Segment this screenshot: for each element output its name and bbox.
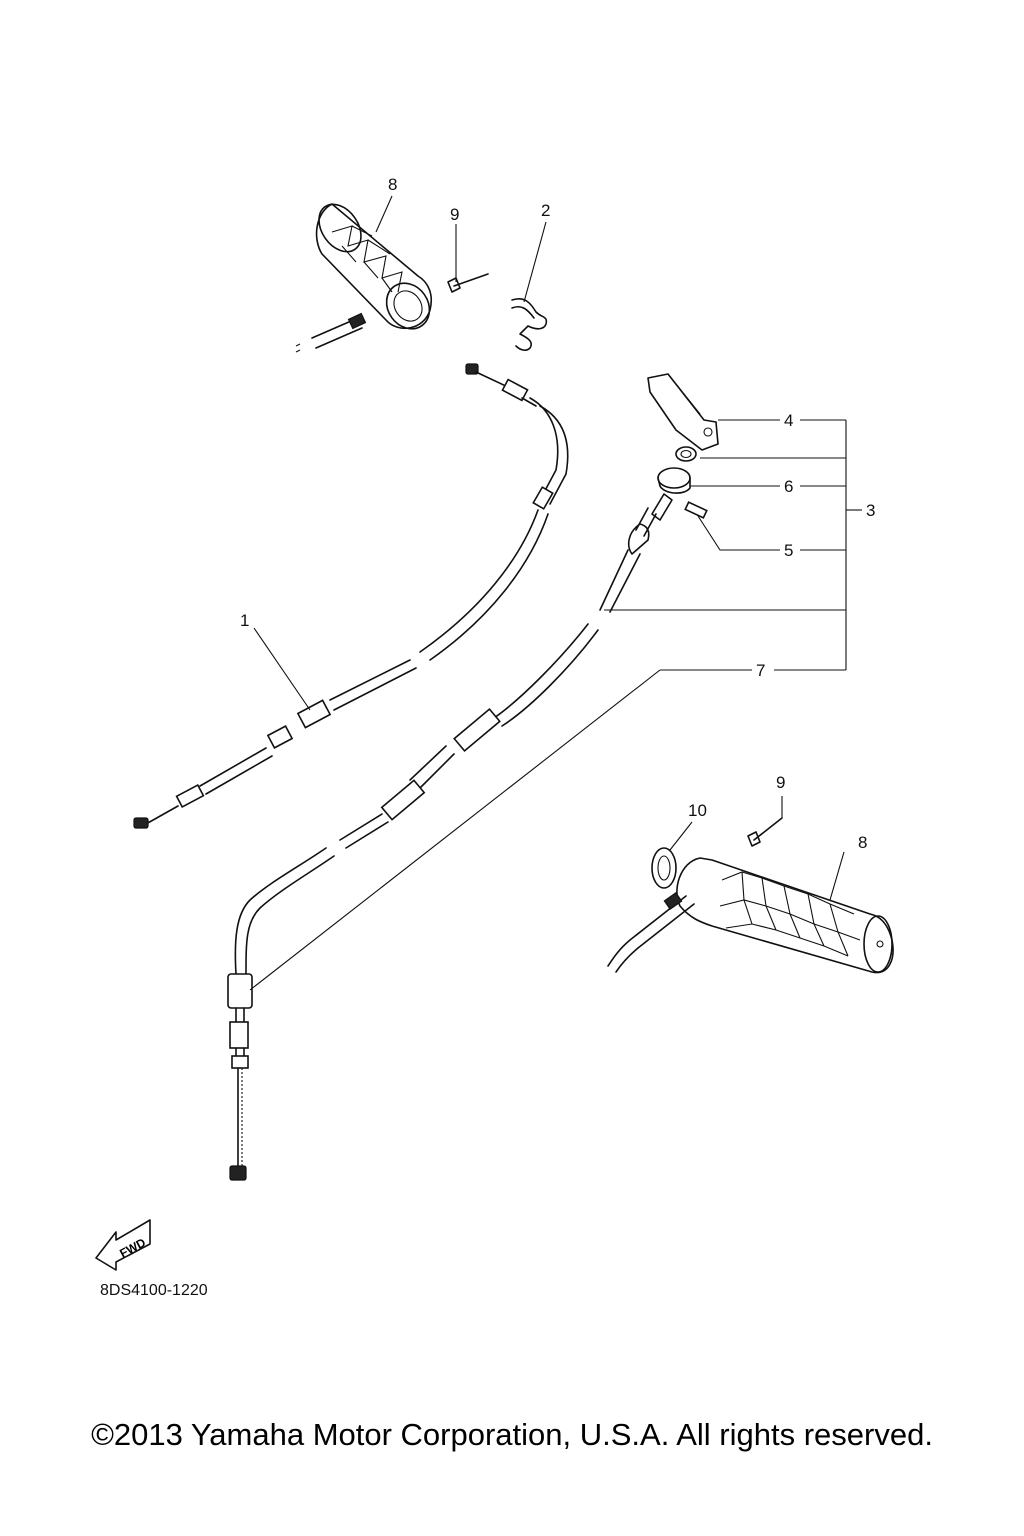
collar-part-6 bbox=[657, 467, 691, 494]
screw-bottom bbox=[747, 796, 783, 847]
callout-1: 1 bbox=[240, 611, 249, 630]
leader-2 bbox=[523, 221, 547, 303]
callout-8-top: 8 bbox=[388, 175, 397, 194]
clip-part-2 bbox=[511, 297, 548, 351]
screw-top bbox=[447, 273, 489, 293]
callout-5: 5 bbox=[784, 541, 793, 560]
throttle-cable-1 bbox=[133, 363, 569, 829]
callout-10: 10 bbox=[688, 801, 707, 820]
collar-part-10 bbox=[651, 821, 693, 889]
fwd-label: FWD bbox=[117, 1235, 148, 1260]
cable-part-7 bbox=[227, 493, 673, 1181]
callout-bracket bbox=[604, 419, 862, 671]
callout-9-bottom: 9 bbox=[776, 773, 785, 792]
callout-2: 2 bbox=[541, 201, 550, 220]
washer-part bbox=[675, 446, 697, 462]
callout-9-top: 9 bbox=[450, 205, 459, 224]
callout-7: 7 bbox=[756, 661, 765, 680]
pin-part-5 bbox=[684, 501, 708, 519]
diagram-part-code: 8DS4100-1220 bbox=[100, 1282, 208, 1299]
grip-bottom-right bbox=[607, 851, 894, 974]
grip-top-left bbox=[295, 203, 433, 353]
copyright-notice: ©2013 Yamaha Motor Corporation, U.S.A. A… bbox=[91, 1417, 933, 1452]
callout-8-bottom: 8 bbox=[858, 833, 867, 852]
leader-8-top bbox=[375, 195, 393, 233]
callout-4: 4 bbox=[784, 411, 793, 430]
fwd-arrow-icon: FWD bbox=[95, 1219, 151, 1271]
callout-6: 6 bbox=[784, 477, 793, 496]
callout-3: 3 bbox=[866, 501, 875, 520]
throttle-lever-part-4 bbox=[647, 373, 719, 451]
